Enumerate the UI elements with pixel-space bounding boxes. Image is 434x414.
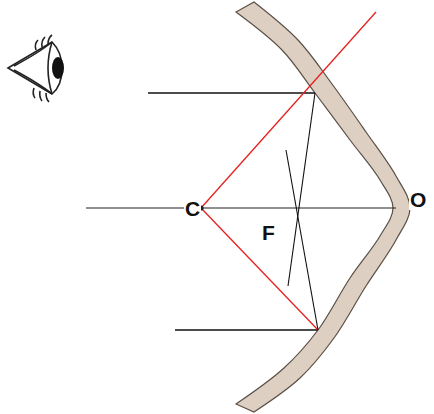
normal-line	[201, 12, 376, 208]
concave-mirror	[236, 2, 410, 412]
normal-line	[201, 208, 318, 330]
incident-ray	[175, 329, 318, 330]
principal-axis	[86, 207, 396, 208]
ray-lines	[86, 12, 396, 330]
reflected-ray	[286, 150, 318, 330]
eye-icon	[8, 35, 64, 102]
point-label: C	[184, 198, 201, 219]
point-label: F	[261, 222, 276, 243]
reflected-ray	[288, 93, 315, 286]
incident-ray	[148, 92, 315, 93]
point-label: O	[409, 189, 427, 210]
